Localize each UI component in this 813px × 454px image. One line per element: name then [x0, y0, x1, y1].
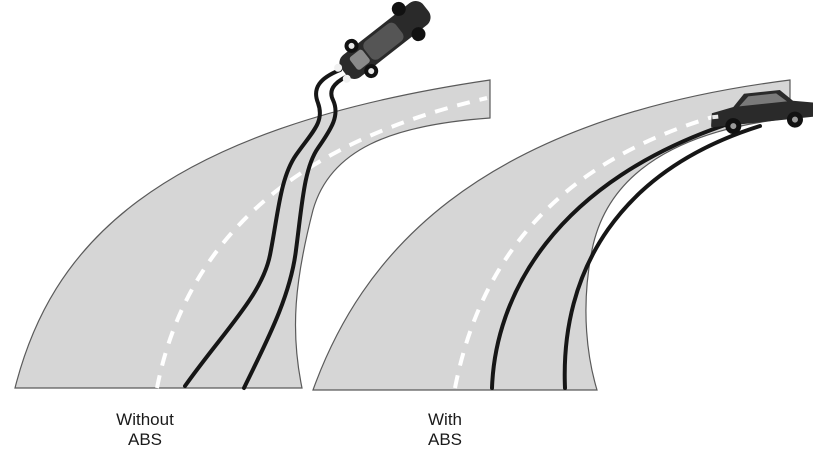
caption-without-abs-line1: Without [65, 410, 225, 430]
caption-with-abs: With ABS [365, 410, 525, 450]
caption-with-abs-line2: ABS [365, 430, 525, 450]
caption-without-abs: Without ABS [65, 410, 225, 450]
caption-without-abs-line2: ABS [65, 430, 225, 450]
caption-with-abs-line1: With [365, 410, 525, 430]
